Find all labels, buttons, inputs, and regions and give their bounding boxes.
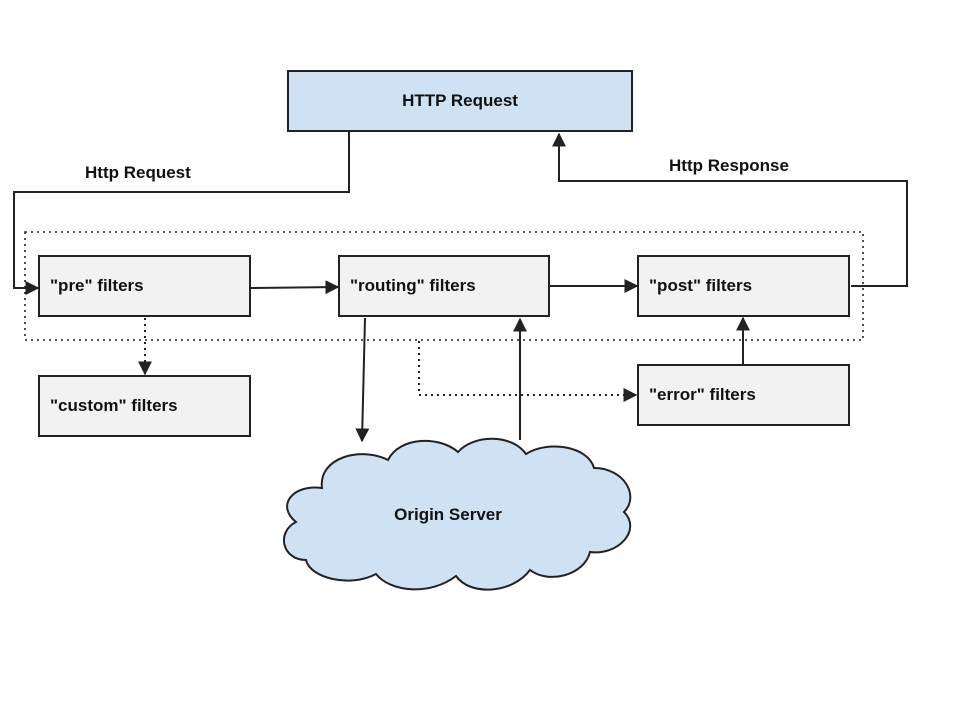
- routing-filters-box: "routing" filters: [338, 255, 550, 317]
- chain-to-error-arrow: [418, 341, 638, 402]
- post-to-response-arrow: [552, 132, 908, 287]
- error-filters-label: "error" filters: [649, 385, 756, 404]
- origin-server-cloud: [283, 437, 632, 591]
- pre-filters-box: "pre" filters: [38, 255, 251, 317]
- post-filters-label: "post" filters: [649, 276, 753, 295]
- pre-to-routing-arrow: [250, 280, 340, 295]
- origin-server-label: Origin Server: [394, 505, 502, 524]
- post-filters-box: "post" filters: [637, 255, 850, 317]
- custom-filters-label: "custom" filters: [50, 396, 178, 415]
- routing-filters-label: "routing" filters: [350, 276, 476, 295]
- filter-chain-boundary: [24, 231, 864, 341]
- pre-filters-label: "pre" filters: [50, 276, 144, 295]
- error-filters-box: "error" filters: [637, 364, 850, 426]
- routing-to-origin-arrow: [355, 317, 370, 443]
- http-response-edge-label: Http Response: [669, 156, 789, 175]
- http-request-box-label: HTTP Request: [402, 91, 518, 110]
- http-request-edge-label: Http Request: [85, 163, 191, 182]
- request-to-pre-arrow: [13, 132, 350, 295]
- http-request-box: HTTP Request: [287, 70, 633, 132]
- custom-filters-box: "custom" filters: [38, 375, 251, 437]
